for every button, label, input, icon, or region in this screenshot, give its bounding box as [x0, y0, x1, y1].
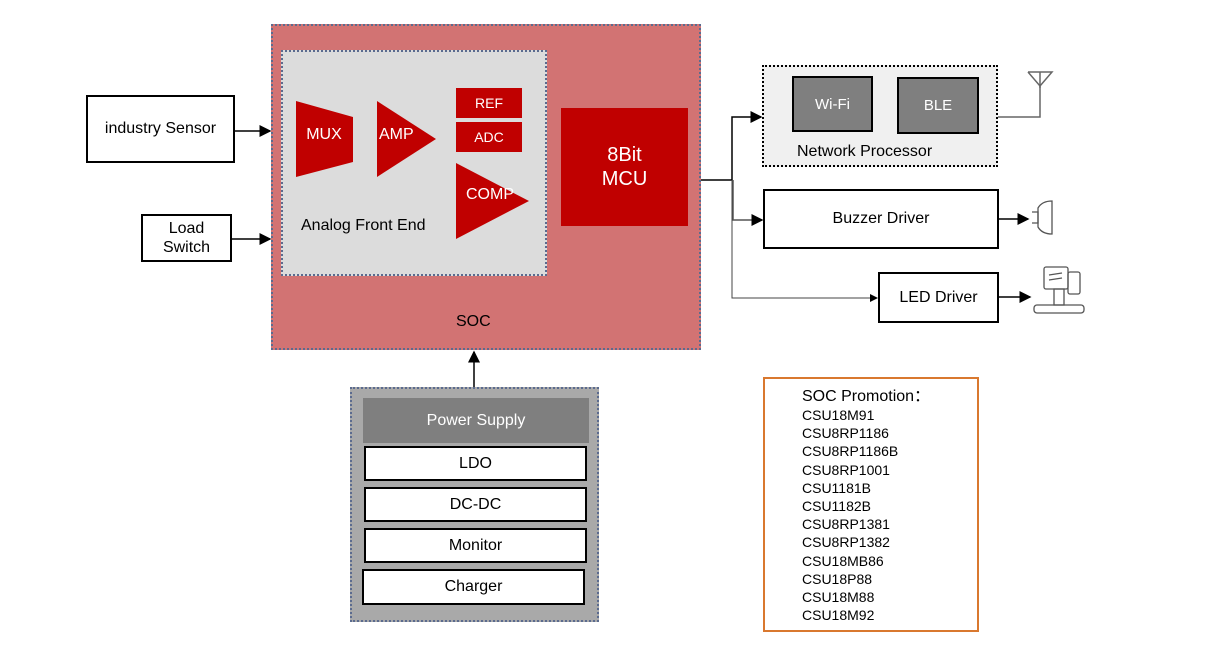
industry-sensor-label: industry Sensor — [104, 120, 217, 137]
amp-label: AMP — [379, 126, 414, 143]
ble-label: BLE — [923, 97, 953, 114]
dcdc-label: DC-DC — [449, 495, 502, 513]
promotion-item: CSU8RP1381 — [802, 516, 890, 533]
load-switch-label-1: Load — [168, 220, 205, 237]
promotion-item: CSU1181B — [802, 479, 872, 496]
antenna-wire — [998, 85, 1041, 118]
comp-label: COMP — [466, 186, 514, 203]
promotion-item: CSU18MB86 — [802, 552, 884, 569]
comp-block — [456, 163, 529, 239]
industry-sensor-block: industry Sensor — [86, 95, 235, 163]
soc-promotion-box: SOC Promotion： CSU18M91 CSU8RP1186 CSU8R… — [763, 377, 979, 632]
ref-label: REF — [475, 95, 503, 111]
promotion-item: CSU18P88 — [802, 570, 873, 587]
antenna-icon — [1027, 71, 1054, 88]
promotion-title: SOC Promotion： — [802, 388, 931, 405]
promotion-item: CSU18M91 — [802, 407, 875, 423]
promotion-item: CSU1182B — [802, 498, 872, 515]
monitor-block: Monitor — [364, 528, 587, 563]
mcu-label-2: MCU — [601, 168, 648, 190]
dcdc-block: DC-DC — [364, 487, 587, 522]
promotion-item: CSU8RP1186 — [802, 425, 889, 442]
afe-label: Analog Front End — [301, 217, 426, 234]
mcu-to-network-arrow — [701, 111, 763, 181]
speaker-icon — [1032, 200, 1053, 235]
load-switch-label-2: Switch — [162, 239, 211, 256]
network-processor-label: Network Processor — [797, 143, 933, 160]
promotion-item: CSU8RP1382 — [802, 534, 890, 551]
monitor-label: Monitor — [448, 536, 503, 554]
led-driver-block: LED Driver — [878, 272, 999, 323]
buzzer-driver-block: Buzzer Driver — [763, 189, 999, 249]
ble-block: BLE — [897, 77, 979, 134]
wifi-label: Wi-Fi — [815, 95, 850, 113]
mcu-label-1: 8Bit — [607, 144, 642, 166]
mcu-to-led-arrow — [731, 180, 878, 302]
ldo-label: LDO — [459, 454, 492, 472]
amp-block — [377, 101, 436, 177]
buzzer-driver-label: Buzzer Driver — [832, 210, 930, 227]
wifi-block: Wi-Fi — [792, 76, 873, 132]
mux-block — [296, 101, 353, 177]
power-supply-title: Power Supply — [426, 411, 526, 429]
ldo-block: LDO — [364, 446, 587, 481]
mcu-block: 8Bit MCU — [561, 108, 688, 226]
promotion-item: CSU18M88 — [802, 589, 875, 606]
ref-block: REF — [456, 88, 522, 118]
adc-block: ADC — [456, 122, 522, 152]
charger-block: Charger — [362, 569, 585, 605]
promotion-item: CSU8RP1186B — [802, 443, 899, 460]
promotion-item: CSU18M92 — [802, 607, 875, 624]
adc-label: ADC — [474, 129, 504, 145]
soc-label: SOC — [456, 313, 491, 330]
promotion-item: CSU8RP1001 — [802, 461, 890, 478]
led-driver-label: LED Driver — [899, 288, 978, 306]
mux-label: MUX — [306, 126, 342, 143]
mcu-to-buzzer-arrow — [732, 180, 764, 226]
power-supply-header: Power Supply — [363, 398, 589, 443]
charger-label: Charger — [444, 578, 503, 595]
display-terminal-icon — [1033, 266, 1085, 314]
load-switch-block: Load Switch — [141, 214, 232, 262]
